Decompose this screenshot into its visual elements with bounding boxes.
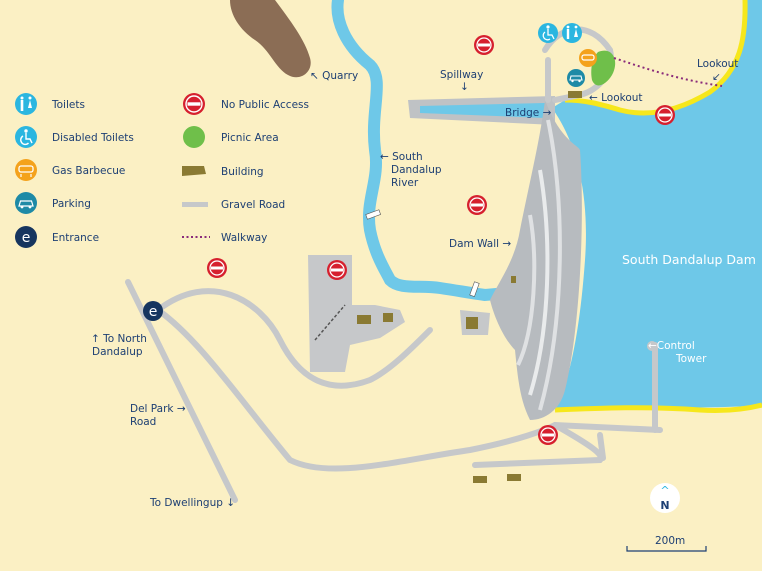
legend-label-walkway: Walkway bbox=[221, 232, 267, 244]
control-tower-label-2: Tower bbox=[675, 353, 707, 365]
river-label-3: River bbox=[391, 177, 419, 189]
no-entry-icon bbox=[467, 195, 487, 215]
legend-label-building: Building bbox=[221, 166, 264, 178]
lookout-east-arrow: ↙ bbox=[712, 71, 721, 83]
control-tower-site bbox=[647, 341, 657, 351]
legend-item-walkway: Walkway bbox=[182, 232, 267, 244]
scale-label: 200m bbox=[655, 535, 685, 547]
spillway-arrow: ↓ bbox=[460, 81, 469, 93]
no-entry-icon bbox=[474, 35, 494, 55]
dam-wall-ridge-1 bbox=[538, 119, 562, 411]
entrance-icon: e bbox=[143, 301, 163, 321]
legend-label-parking: Parking bbox=[52, 198, 91, 210]
car-icon bbox=[15, 192, 37, 214]
building bbox=[568, 91, 582, 98]
building bbox=[466, 317, 478, 329]
legend-item-parking: Parking bbox=[15, 192, 91, 214]
scale-bar: 200m bbox=[626, 535, 707, 552]
legend-item-toilets: Toilets bbox=[15, 93, 85, 115]
lookout-west-label: ← Lookout bbox=[589, 92, 643, 104]
legend-label-no-public-access: No Public Access bbox=[221, 99, 309, 111]
river-crossing bbox=[365, 209, 381, 220]
wheelchair-icon bbox=[15, 126, 37, 148]
legend-label-picnic-area: Picnic Area bbox=[221, 132, 279, 144]
no-entry-icon bbox=[655, 105, 675, 125]
legend-entrance-letter: e bbox=[22, 230, 31, 246]
picnic-icon bbox=[183, 126, 205, 148]
legend-label-gravel-road: Gravel Road bbox=[221, 199, 285, 211]
dam-wall-ridge-3 bbox=[516, 214, 537, 366]
dwellingup-label: To Dwellingup ↓ bbox=[149, 497, 235, 509]
legend-item-disabled-toilets: Disabled Toilets bbox=[15, 126, 134, 148]
del-park-label-2: Road bbox=[130, 416, 156, 428]
no-entry-icon bbox=[183, 93, 205, 115]
legend-label-entrance: Entrance bbox=[52, 232, 99, 244]
legend-item-gas-barbecue: Gas Barbecue bbox=[15, 159, 125, 181]
wheelchair-icon bbox=[538, 23, 558, 43]
entrance-letter: e bbox=[149, 304, 158, 320]
river-label-1: ← South bbox=[380, 151, 423, 163]
legend-item-building: Building bbox=[182, 166, 264, 178]
river-crossing bbox=[469, 281, 480, 297]
entrance-icon: e bbox=[15, 226, 37, 248]
river-label-2: Dandalup bbox=[391, 164, 442, 176]
track-dashed bbox=[314, 304, 346, 341]
lookout-east-label: Lookout bbox=[697, 58, 738, 70]
compass-arrow-icon: ^ bbox=[660, 484, 669, 497]
legend-label-gas-barbecue: Gas Barbecue bbox=[52, 165, 125, 177]
quarry-label: ↖ Quarry bbox=[310, 70, 358, 82]
north-dandalup-label-2: Dandalup bbox=[92, 346, 143, 358]
toilets-icon bbox=[562, 23, 582, 43]
spillway-channel bbox=[420, 103, 545, 118]
legend-item-entrance: e Entrance bbox=[15, 226, 99, 248]
dam-wall-ridge-2 bbox=[528, 169, 550, 396]
dam-wall-label: Dam Wall → bbox=[449, 238, 511, 250]
shoreline-south bbox=[554, 402, 762, 413]
barbecue-icon bbox=[15, 159, 37, 181]
dam-water bbox=[552, 0, 762, 410]
cleared-area bbox=[308, 255, 405, 372]
building-icon bbox=[182, 166, 206, 176]
del-park-label-1: Del Park → bbox=[130, 403, 186, 415]
road-icon bbox=[182, 202, 208, 207]
walkway bbox=[613, 57, 723, 87]
no-entry-icon bbox=[538, 425, 558, 445]
building bbox=[507, 474, 521, 481]
spillway-label: Spillway bbox=[440, 69, 483, 81]
compass: ^ N bbox=[650, 483, 680, 513]
building bbox=[473, 476, 487, 483]
legend-label-disabled-toilets: Disabled Toilets bbox=[52, 132, 134, 144]
shoreline-north bbox=[564, 0, 748, 116]
bridge-label: Bridge → bbox=[505, 107, 552, 119]
building bbox=[383, 313, 393, 322]
compass-letter: N bbox=[660, 499, 669, 512]
legend-item-gravel-road: Gravel Road bbox=[182, 199, 285, 211]
picnic-area bbox=[591, 50, 616, 86]
legend-item-no-public-access: No Public Access bbox=[183, 93, 309, 115]
legend-item-picnic-area: Picnic Area bbox=[183, 126, 279, 148]
building bbox=[357, 315, 371, 324]
river bbox=[331, 0, 526, 302]
barbecue-icon bbox=[579, 49, 597, 67]
no-entry-icon bbox=[327, 260, 347, 280]
control-tower-label-1: ←Control bbox=[648, 340, 695, 352]
car-icon bbox=[567, 69, 585, 87]
legend: Toilets Disabled Toilets Gas Barbecue Pa… bbox=[15, 93, 309, 248]
legend-label-toilets: Toilets bbox=[51, 99, 85, 111]
building bbox=[511, 276, 516, 283]
dam-label: South Dandalup Dam bbox=[622, 252, 756, 267]
quarry-area bbox=[230, 0, 311, 78]
gravel-roads bbox=[125, 26, 663, 503]
toilets-icon bbox=[15, 93, 37, 115]
no-entry-icon bbox=[207, 258, 227, 278]
north-dandalup-label-1: ↑ To North bbox=[91, 333, 147, 345]
